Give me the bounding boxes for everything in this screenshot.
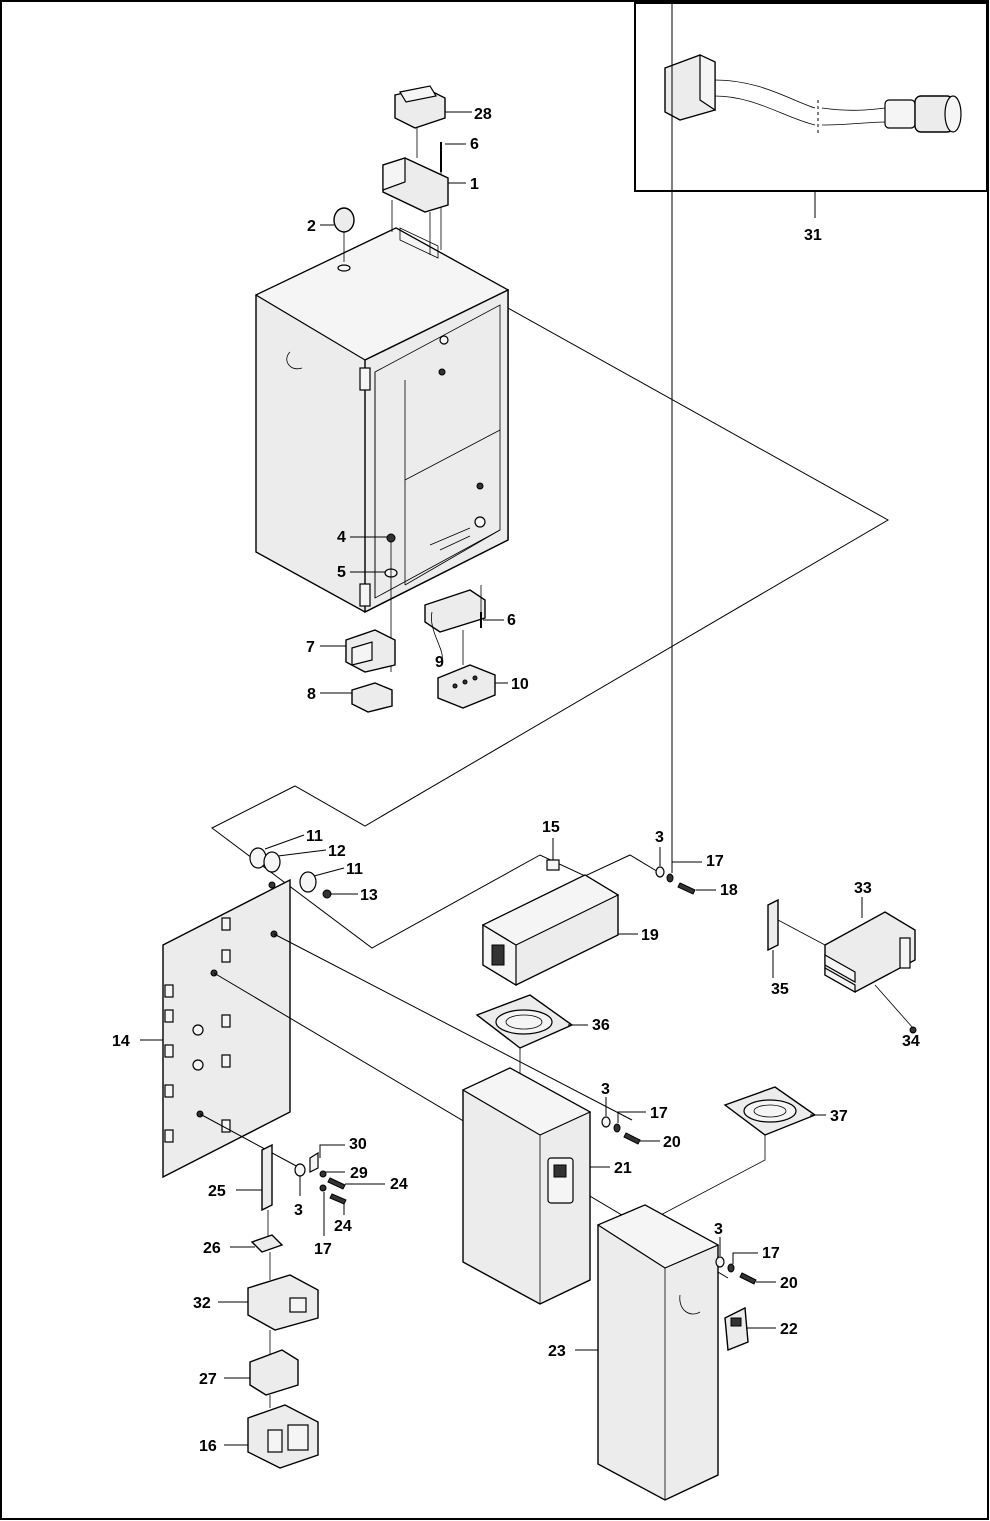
- label-5: 5: [337, 564, 346, 581]
- part-12-washer: [263, 851, 281, 873]
- part-26-end-bracket: [250, 1234, 284, 1280]
- part-23-drive-unit: [596, 1204, 720, 1501]
- part-24-screw-a: [327, 1177, 346, 1190]
- part-10-insert: [437, 630, 496, 709]
- part-4-nut: [386, 533, 396, 543]
- label-17-d: 17: [762, 1245, 780, 1262]
- part-18-screw: [677, 882, 696, 895]
- label-3-c: 3: [294, 1202, 303, 1219]
- part-3-washer-a: [655, 866, 665, 878]
- label-11-b: 11: [346, 861, 363, 878]
- part-8-insert: [351, 682, 393, 713]
- label-20-b: 20: [780, 1275, 798, 1292]
- label-33: 33: [854, 880, 872, 897]
- label-13: 13: [360, 887, 378, 904]
- part-11-washer-a: [249, 847, 267, 869]
- label-35: 35: [771, 981, 789, 998]
- part-20-screw-b: [739, 1272, 757, 1285]
- part-1-connector-housing: [382, 157, 449, 255]
- part-28-top-connector: [394, 85, 446, 158]
- part-35-bracket: [767, 898, 826, 952]
- label-9: 9: [435, 654, 444, 671]
- label-10: 10: [511, 676, 529, 693]
- cable-assembly: [664, 54, 962, 135]
- label-30: 30: [349, 1136, 367, 1153]
- label-3-a: 3: [655, 829, 664, 846]
- part-33-terminal-block: [824, 911, 916, 994]
- label-20-a: 20: [663, 1134, 681, 1151]
- part-24-screw-b: [329, 1193, 347, 1205]
- label-27: 27: [199, 1371, 217, 1388]
- part-25-din-rail: [261, 1143, 273, 1240]
- part-15-standoff: [546, 859, 560, 871]
- label-37: 37: [830, 1108, 848, 1125]
- part-17-lock-washer-c: [727, 1263, 735, 1273]
- label-17-b: 17: [650, 1105, 668, 1122]
- label-21: 21: [614, 1160, 632, 1177]
- part-29-nut: [319, 1170, 327, 1178]
- label-25: 25: [208, 1183, 226, 1200]
- part-17-lock-washer-d: [319, 1184, 327, 1192]
- part-11-washer-b: [299, 871, 317, 893]
- part-32-circuit-breaker: [247, 1274, 319, 1355]
- assembly-outline-upper: [211, 307, 890, 949]
- part-30-clip: [309, 1151, 319, 1173]
- part-13-nut: [322, 889, 332, 899]
- label-24-a: 24: [390, 1176, 408, 1193]
- label-3-b: 3: [601, 1081, 610, 1098]
- label-18: 18: [720, 882, 738, 899]
- label-17-a: 17: [706, 853, 724, 870]
- label-6-lower: 6: [507, 612, 516, 629]
- label-34: 34: [902, 1033, 920, 1050]
- part-22-keypad: [724, 1306, 749, 1351]
- label-12: 12: [328, 843, 346, 860]
- label-32: 32: [193, 1295, 211, 1312]
- part-17-lock-washer-b: [613, 1123, 621, 1133]
- label-28: 28: [474, 106, 492, 123]
- part-14-mounting-plate: [162, 878, 291, 1179]
- leader-lines: [140, 0, 914, 1446]
- label-8: 8: [307, 686, 316, 703]
- label-6-top: 6: [470, 136, 479, 153]
- label-16: 16: [199, 1438, 217, 1455]
- label-3-d: 3: [714, 1221, 723, 1238]
- label-15: 15: [542, 819, 560, 836]
- part-16-contactor: [247, 1404, 319, 1469]
- part-3-washer-c: [715, 1256, 725, 1268]
- part-9-housing: [424, 589, 486, 661]
- label-24-b: 24: [334, 1218, 352, 1235]
- label-26: 26: [203, 1240, 221, 1257]
- part-7-housing: [345, 629, 396, 673]
- label-7: 7: [306, 639, 315, 656]
- part-36-fan-grille: [475, 994, 574, 1105]
- label-29: 29: [350, 1165, 368, 1182]
- label-17-c: 17: [314, 1241, 332, 1258]
- part-labels: 28 6 1 2 31 4 5 6 7 9 10 8 15 11 3 12 17…: [112, 106, 920, 1455]
- label-22: 22: [780, 1321, 798, 1338]
- part-19-filter-block: [481, 874, 620, 987]
- label-11-a: 11: [306, 828, 323, 845]
- label-31: 31: [804, 227, 822, 244]
- label-2: 2: [307, 218, 316, 235]
- part-21-drive-unit: [461, 1067, 592, 1305]
- label-36: 36: [592, 1017, 610, 1034]
- part-2-cap: [333, 207, 355, 272]
- inset-cable-box: [634, 2, 988, 218]
- part-3-washer-d: [294, 1163, 306, 1177]
- label-19: 19: [641, 927, 659, 944]
- part-37-fan-grille: [654, 1086, 817, 1219]
- label-23: 23: [548, 1343, 566, 1360]
- label-4: 4: [337, 529, 346, 546]
- label-14: 14: [112, 1033, 130, 1050]
- part-27-relay: [249, 1349, 299, 1408]
- label-1: 1: [470, 176, 479, 193]
- part-17-lock-washer-a: [666, 873, 674, 883]
- part-20-screw-a: [623, 1132, 641, 1145]
- cabinet-enclosure: [254, 227, 510, 614]
- part-3-washer-b: [601, 1116, 611, 1128]
